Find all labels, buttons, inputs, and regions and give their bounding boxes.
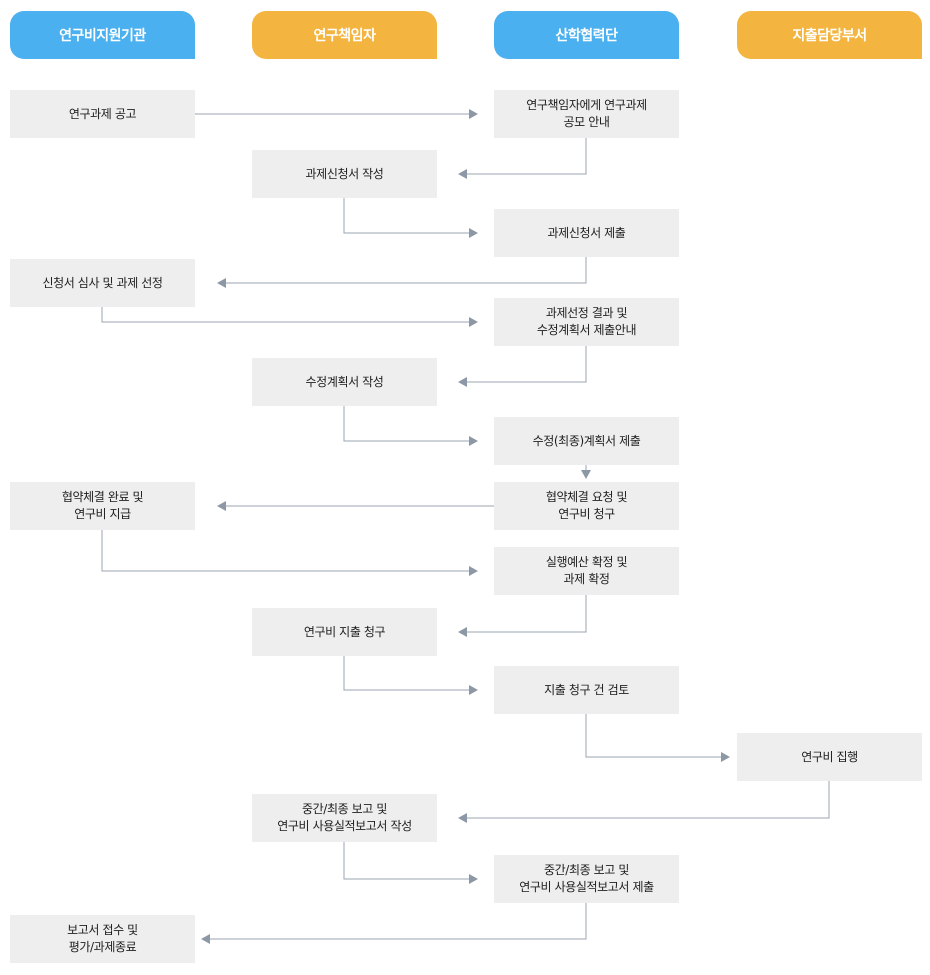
arrowhead-s12-s13: [469, 685, 478, 695]
arrowhead-s9-s10: [217, 501, 226, 511]
connector-s14-s15: [467, 781, 830, 819]
lane-header-industry-cooperation: 산학협력단: [494, 11, 679, 59]
arrowhead-s5-s6: [469, 317, 478, 327]
arrowhead-s15-s16: [469, 874, 478, 884]
step-review-and-selection: 신청서 심사 및 과제 선정: [10, 259, 195, 307]
connector-s11-s12: [467, 595, 587, 633]
step-submit-report: 중간/최종 보고 및 연구비 사용실적보고서 제출: [494, 855, 679, 903]
arrowhead-s1-s2: [469, 109, 478, 119]
step-execute-funds: 연구비 집행: [737, 733, 922, 781]
step-write-report: 중간/최종 보고 및 연구비 사용실적보고서 작성: [252, 794, 437, 842]
arrowhead-s2-s3: [458, 169, 467, 179]
connector-s7-s8: [343, 406, 470, 442]
arrowhead-s13-s14: [721, 752, 730, 762]
arrowhead-s7-s8: [469, 436, 478, 446]
connector-s3-s4: [343, 198, 470, 234]
connector-s4-s5: [226, 257, 587, 284]
step-request-agreement: 협약체결 요청 및 연구비 청구: [494, 482, 679, 530]
step-receive-report-and-close: 보고서 접수 및 평가/과제종료: [10, 915, 195, 963]
connector-s13-s14: [585, 714, 722, 758]
connector-s16-s17: [210, 903, 587, 940]
arrowhead-s11-s12: [458, 627, 467, 637]
lane-header-principal-investigator: 연구책임자: [252, 11, 437, 59]
step-submit-application: 과제신청서 제출: [494, 209, 679, 257]
connector-s2-s3: [467, 138, 587, 175]
arrowhead-s4-s5: [217, 278, 226, 288]
step-selection-result-notice: 과제선정 결과 및 수정계획서 제출안내: [494, 298, 679, 346]
step-write-application: 과제신청서 작성: [252, 150, 437, 198]
connector-s6-s7: [467, 346, 587, 383]
step-submit-final-plan: 수정(최종)계획서 제출: [494, 417, 679, 465]
step-confirm-budget: 실행예산 확정 및 과제 확정: [494, 547, 679, 595]
connector-s12-s13: [343, 656, 470, 691]
connector-s10-s11: [101, 530, 470, 572]
connector-s15-s16: [343, 842, 470, 880]
lane-header-expenditure-dept: 지출담당부서: [737, 11, 922, 59]
step-research-announcement: 연구과제 공고: [10, 90, 195, 138]
arrowhead-s8-s9: [581, 470, 591, 479]
arrowhead-s16-s17: [201, 934, 210, 944]
lane-header-funding-agency: 연구비지원기관: [10, 11, 195, 59]
step-request-expenditure: 연구비 지출 청구: [252, 608, 437, 656]
step-write-revised-plan: 수정계획서 작성: [252, 358, 437, 406]
arrowhead-s6-s7: [458, 377, 467, 387]
arrowhead-s14-s15: [458, 813, 467, 823]
arrowhead-s10-s11: [469, 566, 478, 576]
step-agreement-and-funding: 협약체결 완료 및 연구비 지급: [10, 482, 195, 530]
step-review-expenditure-request: 지출 청구 건 검토: [494, 666, 679, 714]
step-notify-principal-investigator: 연구책임자에게 연구과제 공모 안내: [494, 90, 679, 138]
arrowhead-s3-s4: [469, 228, 478, 238]
connector-s5-s6: [101, 307, 470, 323]
